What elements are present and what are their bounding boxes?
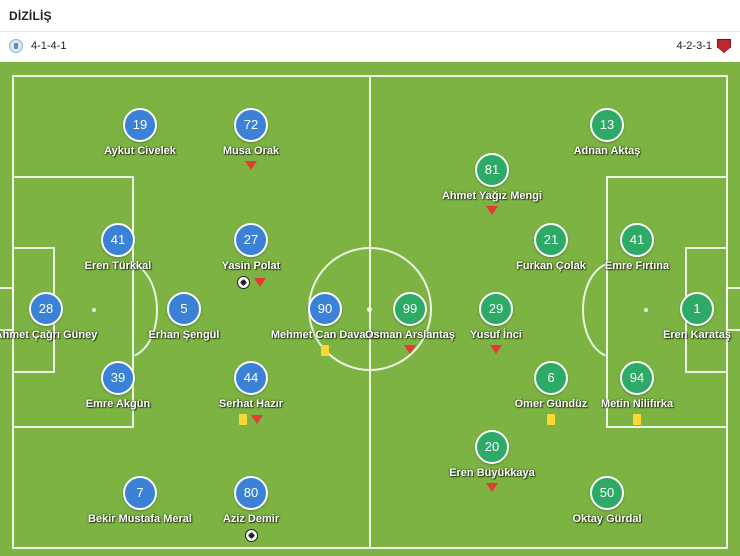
player-event-icons [221, 414, 281, 428]
player-name: Eren Karataş [663, 329, 731, 341]
player-number-badge[interactable]: 20 [475, 430, 509, 464]
player-name: Ömer Gündüz [514, 398, 588, 410]
center-spot [367, 307, 372, 312]
player-event-icons [466, 345, 526, 359]
player-event-icons [221, 161, 281, 175]
substitution-off-icon [245, 161, 257, 170]
player-number-badge[interactable]: 50 [590, 476, 624, 510]
left-goal [0, 287, 14, 331]
team-formation-bar: 4-1-4-1 4-2-3-1 [0, 31, 740, 62]
player-number-badge[interactable]: 5 [167, 292, 201, 326]
player-number-badge[interactable]: 44 [234, 361, 268, 395]
lineup-title: DİZİLİŞ [9, 9, 52, 23]
player-number-badge[interactable]: 39 [101, 361, 135, 395]
player-name: Ahmet Çağrı Güney [0, 329, 98, 341]
right-goal [726, 287, 740, 331]
player-number-badge[interactable]: 94 [620, 361, 654, 395]
player-name: Eren Büyükkaya [449, 467, 535, 479]
player-name: Emre Fırtına [604, 260, 670, 272]
player-number-badge[interactable]: 90 [308, 292, 342, 326]
player-event-icons [221, 529, 281, 543]
player-name: Aziz Demir [222, 513, 280, 525]
player-number-badge[interactable]: 21 [534, 223, 568, 257]
yellow-card-icon [633, 414, 641, 425]
player-event-icons [380, 345, 440, 359]
player-name: Musa Orak [222, 145, 280, 157]
goal-ball-icon [244, 529, 258, 542]
player-number-badge[interactable]: 81 [475, 153, 509, 187]
player-name: Aykut Civelek [104, 145, 176, 157]
right-penalty-spot [644, 308, 648, 312]
away-team-badge-icon [717, 39, 731, 53]
home-team-badge-icon [9, 39, 23, 53]
player-name: Adnan Aktaş [573, 145, 641, 157]
yellow-card-icon [547, 414, 555, 425]
substitution-off-icon [486, 206, 498, 215]
yellow-card-icon [321, 345, 329, 356]
player-name: Metin Nilifırka [600, 398, 674, 410]
substitution-off-icon [486, 483, 498, 492]
player-number-badge[interactable]: 27 [234, 223, 268, 257]
goal-ball-icon [236, 276, 250, 289]
player-event-icons [295, 345, 355, 359]
right-penalty-area [606, 176, 728, 428]
player-name: Oktay Gürdal [572, 513, 642, 525]
left-penalty-area [12, 176, 134, 428]
left-penalty-spot [92, 308, 96, 312]
player-event-icons [521, 414, 581, 428]
player-number-badge[interactable]: 29 [479, 292, 513, 326]
player-number-badge[interactable]: 6 [534, 361, 568, 395]
player-name: Eren Türkkal [84, 260, 152, 272]
player-number-badge[interactable]: 99 [393, 292, 427, 326]
player-number-badge[interactable]: 1 [680, 292, 714, 326]
player-number-badge[interactable]: 13 [590, 108, 624, 142]
away-formation: 4-2-3-1 [676, 40, 712, 52]
player-name: Yusuf İnci [470, 329, 522, 341]
player-number-badge[interactable]: 41 [620, 223, 654, 257]
player-event-icons [462, 483, 522, 497]
player-name: Erhan Şengül [148, 329, 220, 341]
player-name: Mehmet Can Davarcı [270, 329, 380, 341]
player-name: Emre Akgün [85, 398, 151, 410]
player-name: Furkan Çolak [516, 260, 586, 272]
player-number-badge[interactable]: 72 [234, 108, 268, 142]
player-name: Bekir Mustafa Meral [88, 513, 192, 525]
player-event-icons [607, 414, 667, 428]
player-name: Osman Arslantaş [364, 329, 456, 341]
substitution-off-icon [404, 345, 416, 354]
substitution-off-icon [253, 278, 266, 287]
player-number-badge[interactable]: 80 [234, 476, 268, 510]
player-name: Serhat Hazır [218, 398, 284, 410]
player-event-icons [462, 206, 522, 220]
player-number-badge[interactable]: 41 [101, 223, 135, 257]
substitution-off-icon [251, 415, 263, 424]
player-name: Ahmet Yağız Mengi [441, 190, 543, 202]
player-number-badge[interactable]: 28 [29, 292, 63, 326]
yellow-card-icon [239, 414, 247, 425]
home-formation: 4-1-4-1 [31, 40, 67, 52]
player-number-badge[interactable]: 7 [123, 476, 157, 510]
player-number-badge[interactable]: 19 [123, 108, 157, 142]
substitution-off-icon [490, 345, 502, 354]
player-name: Yasin Polat [221, 260, 281, 272]
player-event-icons [221, 276, 281, 290]
